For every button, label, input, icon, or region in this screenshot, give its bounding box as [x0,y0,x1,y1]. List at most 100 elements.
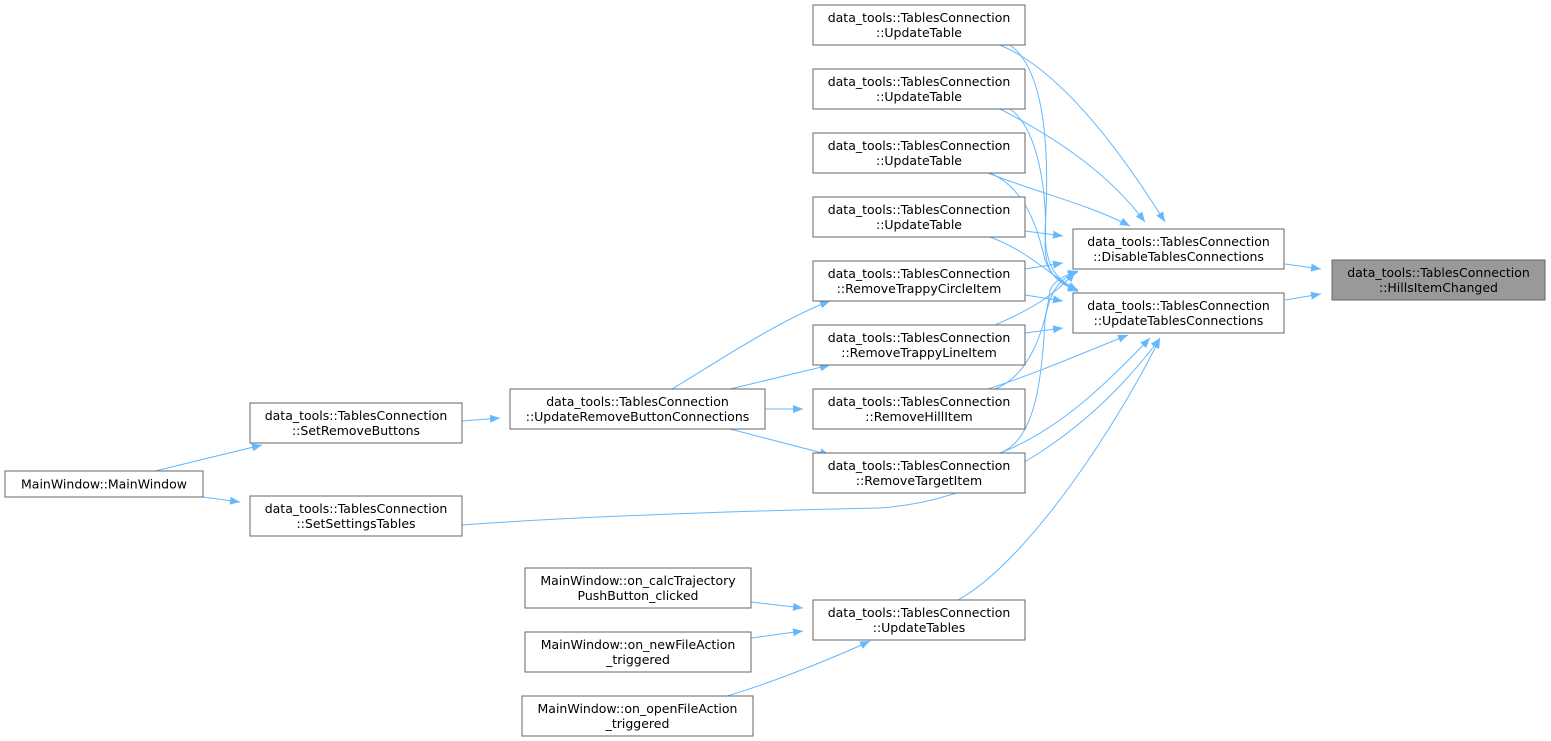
node-label-line: data_tools::TablesConnection [828,74,1011,89]
edge-update-table-4-to-disable-tables-connections [1024,230,1064,239]
node-box [1072,292,1285,334]
node-label-line: ::HillsItemChanged [1379,280,1498,295]
edge-line [750,601,804,611]
node-update-tables-connections[interactable]: data_tools::TablesConnection::UpdateTabl… [1072,292,1285,334]
edge-line [1284,263,1322,272]
node-label-line: ::RemoveTrappyCircleItem [837,281,1002,296]
node-box [812,388,1026,430]
edge-line [1009,44,1079,291]
node-label-line: MainWindow::on_newFileAction [541,637,736,652]
node-box [524,631,752,673]
edge-update-table-4-to-update-tables-connections [989,236,1079,293]
node-remove-target-item[interactable]: data_tools::TablesConnection::RemoveTarg… [812,452,1026,494]
node-label-line: _triggered [605,716,670,731]
edge-main-window-ctor-to-set-remove-buttons [154,443,263,472]
edge-line [671,300,831,390]
edge-line [750,628,804,639]
node-update-tables[interactable]: data_tools::TablesConnection::UpdateTabl… [812,599,1026,641]
edge-line [957,337,1161,601]
node-label-line: ::RemoveTrappyLineItem [841,345,997,360]
node-hills-item-changed[interactable]: data_tools::TablesConnection::HillsItemC… [1331,259,1546,301]
edge-update-tables-connections-to-hills-item-changed [1284,291,1322,301]
node-label-line: data_tools::TablesConnection [546,394,729,409]
edge-update-table-3-to-disable-tables-connections [987,172,1131,227]
node-label-line: ::UpdateTable [876,89,962,104]
node-label-line: MainWindow::MainWindow [21,477,187,492]
node-on-new-file-action[interactable]: MainWindow::on_newFileAction_triggered [524,631,752,673]
node-update-table-3[interactable]: data_tools::TablesConnection::UpdateTabl… [812,132,1026,174]
node-box [812,4,1026,46]
node-label-line: ::UpdateTablesConnections [1094,313,1264,328]
node-on-open-file-action[interactable]: MainWindow::on_openFileAction_triggered [521,695,754,737]
edge-remove-trappy-line-item-to-update-tables-connections [1024,325,1064,334]
node-label-line: data_tools::TablesConnection [828,138,1011,153]
edge-line [1024,260,1064,270]
node-main-window-ctor[interactable]: MainWindow::MainWindow [4,470,204,498]
node-label-line: ::UpdateTable [876,153,962,168]
node-label-line: data_tools::TablesConnection [828,10,1011,25]
node-box [812,260,1026,302]
edge-update-table-3-to-update-tables-connections [989,172,1079,291]
node-label-line: ::UpdateTables [873,620,966,635]
node-label-line: ::UpdateTable [876,25,962,40]
edge-remove-trappy-circle-item-to-update-tables-connections [1024,294,1064,304]
node-label-line: data_tools::TablesConnection [265,501,448,516]
edge-set-settings-tables-to-update-tables-connections [461,337,1161,526]
node-box [249,402,463,444]
edge-update-table-1-to-update-tables-connections [1009,44,1079,291]
edge-main-window-ctor-to-set-settings-tables [202,496,241,505]
node-remove-trappy-line-item[interactable]: data_tools::TablesConnection::RemoveTrap… [812,324,1026,366]
node-label-line: data_tools::TablesConnection [828,394,1011,409]
node-box [812,324,1026,366]
nodes: data_tools::TablesConnection::HillsItemC… [4,4,1546,737]
node-label-line: _triggered [605,652,670,667]
edge-line [461,414,501,423]
node-on-calc-trajectory[interactable]: MainWindow::on_calcTrajectoryPushButton_… [524,567,752,609]
node-box [509,388,766,430]
node-remove-hill-item[interactable]: data_tools::TablesConnection::RemoveHill… [812,388,1026,430]
edge-update-remove-button-connections-to-remove-trappy-circle-item [671,300,831,390]
edge-line [1024,294,1064,304]
node-box [812,452,1026,494]
node-update-table-2[interactable]: data_tools::TablesConnection::UpdateTabl… [812,68,1026,110]
edge-remove-hill-item-to-update-tables-connections [987,334,1129,390]
edge-line [1284,291,1322,301]
node-update-table-4[interactable]: data_tools::TablesConnection::UpdateTabl… [812,196,1026,238]
node-update-remove-button-connections[interactable]: data_tools::TablesConnection::UpdateRemo… [509,388,766,430]
edge-update-table-1-to-disable-tables-connections [999,44,1166,223]
node-label-line: data_tools::TablesConnection [828,330,1011,345]
node-box [1331,259,1546,301]
edge-line [154,443,263,472]
edge-line [994,270,1079,390]
edge-on-new-file-action-to-update-tables [750,628,804,639]
edge-update-tables-to-update-tables-connections [957,337,1161,601]
node-label-line: ::DisableTablesConnections [1093,249,1264,264]
node-box [812,196,1026,238]
node-box [812,599,1026,641]
node-label-line: ::SetRemoveButtons [292,423,420,438]
node-set-remove-buttons[interactable]: data_tools::TablesConnection::SetRemoveB… [249,402,463,444]
node-label-line: PushButton_clicked [578,588,699,603]
node-label-line: ::RemoveTargetItem [856,473,982,488]
node-remove-trappy-circle-item[interactable]: data_tools::TablesConnection::RemoveTrap… [812,260,1026,302]
node-label-line: data_tools::TablesConnection [1087,234,1270,249]
node-box [1072,228,1285,270]
node-disable-tables-connections[interactable]: data_tools::TablesConnection::DisableTab… [1072,228,1285,270]
node-label-line: ::UpdateRemoveButtonConnections [526,409,750,424]
node-label-line: data_tools::TablesConnection [828,202,1011,217]
edge-update-table-2-to-update-tables-connections [1009,108,1079,292]
edge-update-remove-button-connections-to-remove-trappy-line-item [729,363,831,390]
edge-update-remove-button-connections-to-remove-target-item [729,428,831,457]
node-update-table-1[interactable]: data_tools::TablesConnection::UpdateTabl… [812,4,1026,46]
node-box [812,68,1026,110]
edge-remove-target-item-to-update-tables-connections [999,337,1151,454]
edge-line [202,496,241,505]
node-box [4,470,204,498]
edge-set-remove-buttons-to-update-remove-button-connections [461,414,501,423]
node-box [249,495,463,537]
edge-line [987,334,1129,390]
node-set-settings-tables[interactable]: data_tools::TablesConnection::SetSetting… [249,495,463,537]
edge-line [999,44,1166,223]
node-box [524,567,752,609]
